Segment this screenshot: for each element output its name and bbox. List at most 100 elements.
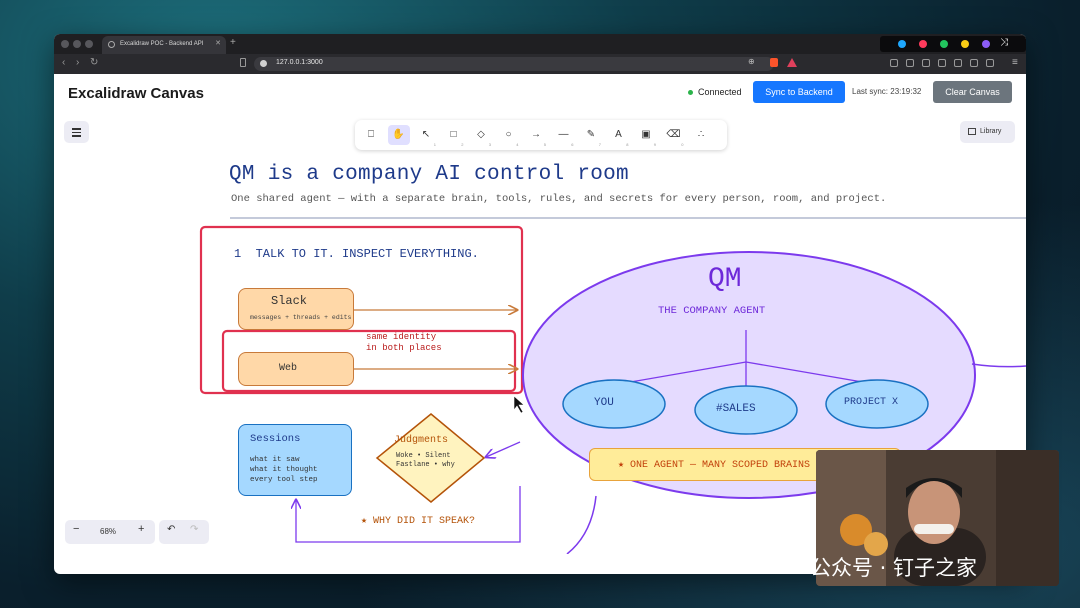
page-zoom-icon[interactable]: ⊕	[748, 57, 755, 66]
extension-green-icon[interactable]	[940, 40, 948, 48]
tool-shortcut: 2	[461, 142, 464, 147]
new-tab-icon[interactable]: +	[230, 37, 236, 48]
web-highlight-frame	[221, 329, 517, 393]
last-sync-time: Last sync: 23:19:32	[852, 87, 922, 96]
tool-shortcut: 4	[516, 142, 519, 147]
sessions-line: what it saw	[250, 456, 300, 464]
mouse-cursor	[513, 395, 525, 414]
sessions-loop-arrow	[296, 486, 521, 543]
brave-shields-icon[interactable]	[770, 58, 778, 67]
web-title: Web	[279, 363, 298, 374]
slack-subtitle: messages + threads + edits	[250, 314, 352, 321]
node-you	[562, 379, 666, 429]
url-field[interactable]: 127.0.0.1:3000	[254, 57, 774, 71]
line-icon[interactable]: —6	[553, 125, 575, 147]
diamond-icon-glyph: ◇	[477, 129, 485, 140]
image-icon-glyph: ▣	[641, 129, 651, 140]
url-text: 127.0.0.1:3000	[276, 59, 323, 66]
ellipse-icon[interactable]: ○4	[498, 125, 520, 147]
hand-icon[interactable]: ✋	[387, 125, 410, 145]
zoom-controls: − 68% +	[65, 520, 155, 544]
main-menu-button[interactable]	[64, 121, 89, 143]
tab-close-icon[interactable]: ✕	[215, 40, 221, 47]
zoom-level[interactable]: 68%	[100, 527, 117, 536]
book-icon	[968, 128, 976, 135]
extension-blue-icon[interactable]	[898, 40, 906, 48]
shuffle-icon[interactable]: ⤨	[1000, 37, 1008, 48]
back-icon[interactable]: ‹	[62, 57, 66, 68]
line-icon-glyph: —	[558, 129, 569, 140]
menu-line	[72, 135, 81, 137]
window-close-dot[interactable]	[61, 40, 69, 48]
extension-diamond-icon[interactable]	[890, 59, 898, 67]
same-identity-note: same identity in both places	[366, 332, 442, 354]
zoom-out-button[interactable]: −	[73, 523, 80, 535]
sessions-title: Sessions	[250, 433, 301, 445]
bookmark-icon[interactable]	[240, 58, 246, 67]
lock-icon[interactable]: ⎕	[360, 125, 382, 145]
diagram-svg	[199, 217, 1026, 554]
node-sales	[694, 385, 798, 435]
arrow-icon[interactable]: →5	[525, 125, 547, 147]
flowers	[840, 514, 872, 546]
browser-menu-icon[interactable]: ≡	[1012, 57, 1018, 68]
extension-strip: ⤨	[880, 36, 1026, 52]
selection-icon-glyph: ↖	[421, 129, 431, 140]
extension-toggle-icon[interactable]	[922, 59, 930, 67]
diamond-icon[interactable]: ◇3	[470, 125, 492, 147]
browser-tab[interactable]: Excalidraw POC - Backend API ✕	[102, 36, 226, 54]
zoom-in-button[interactable]: +	[138, 523, 145, 535]
brave-rewards-icon[interactable]	[787, 58, 797, 67]
window-minimize-dot[interactable]	[73, 40, 81, 48]
clear-canvas-button[interactable]: Clear Canvas	[933, 81, 1012, 103]
lock-icon-glyph: ⎕	[368, 129, 374, 140]
presenter-cap	[906, 478, 962, 498]
banner-outgoing-line	[566, 495, 597, 554]
sync-to-backend-button[interactable]: Sync to Backend	[753, 81, 845, 103]
hand-icon-glyph: ✋	[392, 129, 405, 140]
sessions-box: Sessions what it saw what it thought eve…	[238, 424, 352, 496]
reload-icon[interactable]: ↻	[90, 57, 99, 68]
extension-yellow-icon[interactable]	[961, 40, 969, 48]
node-project	[825, 379, 929, 429]
tool-shortcut: 3	[488, 142, 491, 147]
forward-icon[interactable]: ›	[76, 57, 80, 68]
window-zoom-dot[interactable]	[85, 40, 93, 48]
eraser-icon[interactable]: ⌫0	[663, 125, 685, 147]
menu-line	[72, 131, 81, 133]
image-icon[interactable]: ▣9	[635, 125, 657, 147]
tool-shortcut: 7	[598, 142, 601, 147]
rectangle-icon[interactable]: □2	[443, 125, 465, 147]
vpn-icon[interactable]	[986, 59, 994, 67]
pencil-icon[interactable]: ✎7	[580, 125, 602, 147]
undo-icon[interactable]: ↶	[167, 524, 176, 535]
browser-window: Excalidraw POC - Backend API ✕ + ⤨ ‹ › ↻…	[54, 34, 1026, 574]
presenter-shirt	[894, 528, 986, 586]
globe-icon	[108, 41, 115, 48]
extension-window-icon[interactable]	[938, 59, 946, 67]
sidebar-icon[interactable]	[954, 59, 962, 67]
extension-puzzle-icon[interactable]	[906, 59, 914, 67]
flowers	[864, 532, 888, 556]
connection-status: Connected	[698, 87, 742, 97]
extension-red-icon[interactable]	[919, 40, 927, 48]
selection-icon[interactable]: ↖1	[415, 125, 437, 147]
extension-purple-icon[interactable]	[982, 40, 990, 48]
banner-text: ★ ONE AGENT — MANY SCOPED BRAINS	[618, 460, 811, 471]
downloads-icon[interactable]	[970, 59, 978, 67]
library-label: Library	[980, 128, 1002, 135]
menu-line	[72, 128, 81, 130]
judgments-details: Woke • Silent Fastlane • why	[396, 452, 455, 470]
tool-shortcut: 6	[571, 142, 574, 147]
node-you-label: YOU	[594, 397, 614, 409]
library-button[interactable]: Library	[960, 121, 1015, 143]
more-tools-icon[interactable]: ∴	[690, 125, 712, 145]
tool-shortcut: 1	[433, 142, 436, 147]
webcam-overlay	[816, 450, 1059, 586]
redo-icon[interactable]: ↷	[190, 524, 199, 535]
site-info-icon[interactable]	[260, 60, 267, 67]
watermark-text: 公众号 · 钉子之家	[810, 556, 978, 580]
presenter-face	[908, 480, 960, 544]
arrow-icon-glyph: →	[531, 129, 541, 140]
